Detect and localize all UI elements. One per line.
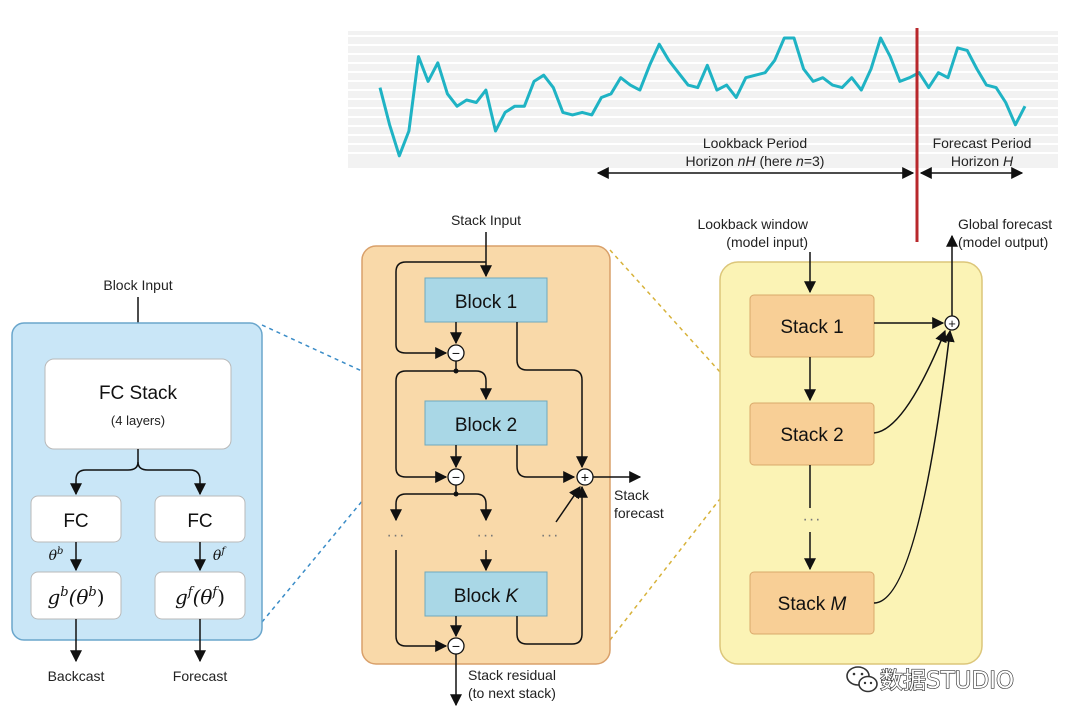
forecast-period-horizon: Horizon H <box>951 153 1014 169</box>
fc-right-label: FC <box>187 511 212 532</box>
stack-residual-label-line2: (to next stack) <box>468 685 556 701</box>
block1-box <box>424 277 548 323</box>
block2-box <box>424 400 548 446</box>
forecast-period-title: Forecast Period <box>933 135 1032 151</box>
backcast-label: Backcast <box>48 668 105 684</box>
theta-b-label: θb <box>49 546 64 564</box>
block1-skip-connection <box>395 261 486 359</box>
theta-f-label: θf <box>213 546 227 564</box>
stack-detail-panel: Stack Input Block 1 − Block 2 − + Stack … <box>361 212 664 707</box>
fc-stack-box <box>44 358 232 450</box>
block1-label: Block 1 <box>455 292 517 313</box>
residual1-to-block2-arrow <box>456 370 492 401</box>
stackm-label: Stack M <box>778 594 847 615</box>
forecast-label: Forecast <box>173 668 228 684</box>
stack-forecast-label-line2: forecast <box>614 505 664 521</box>
minus-node-2-symbol: − <box>452 469 460 485</box>
ellipsis-forecasts: ··· <box>541 527 560 544</box>
blockk-box <box>424 571 548 617</box>
ellipsis-stacks: ··· <box>803 511 822 528</box>
stackm-to-sum-arrow <box>873 329 955 604</box>
residual2-right-arrow <box>456 493 492 522</box>
fc-left-label: FC <box>63 511 88 532</box>
gb-function-label: gb(θb) <box>47 585 104 609</box>
lookback-period-title: Lookback Period <box>703 135 807 151</box>
block-input-label: Block Input <box>103 277 172 293</box>
lookback-window-label-line2: (model input) <box>726 234 808 250</box>
stack1-label: Stack 1 <box>780 317 843 338</box>
model-panel: Lookback window (model input) Global for… <box>697 216 1052 665</box>
gf-function-label: gf(θf) <box>175 585 225 609</box>
minus-node-k-symbol: − <box>452 638 460 654</box>
stack-input-label: Stack Input <box>451 212 521 228</box>
timeline-chart: Lookback Period Horizon nH (here n=3) Fo… <box>348 28 1058 242</box>
block-detail-panel: Block Input FC Stack (4 layers) FC FC θb… <box>11 277 263 684</box>
stack-forecast-sum-symbol: + <box>581 469 589 485</box>
fc-stack-subtitle: (4 layers) <box>111 413 165 428</box>
fc-stack-title: FC Stack <box>99 383 178 404</box>
wechat-icon <box>846 666 878 693</box>
global-forecast-label-line1: Global forecast <box>958 216 1052 232</box>
block2-label: Block 2 <box>455 415 517 436</box>
global-sum-symbol: + <box>948 316 956 331</box>
block2-forecast-path <box>516 445 576 483</box>
fc-stack-to-right-fc-arrow <box>137 461 206 496</box>
block2-skip-connection <box>395 370 456 483</box>
stack1-box <box>749 294 875 358</box>
stack-forecast-label-line1: Stack <box>614 487 650 503</box>
fc-stack-to-left-fc-arrow <box>70 449 139 496</box>
blockk-forecast-path <box>516 485 588 645</box>
blockk-skip-connection <box>395 550 448 652</box>
lookback-period-horizon: Horizon nH (here n=3) <box>686 153 825 169</box>
block1-forecast-path <box>516 322 588 469</box>
watermark: 数据STUDIO <box>846 666 1015 695</box>
ellipsis-skip: ··· <box>387 527 406 544</box>
ellipsis-blocks: ··· <box>477 527 496 544</box>
lookback-window-label-line1: Lookback window <box>697 216 808 232</box>
stack2-box <box>749 402 875 466</box>
global-forecast-label-line2: (model output) <box>958 234 1048 250</box>
stack-residual-label-line1: Stack residual <box>468 667 556 683</box>
residual2-left-arrow <box>390 493 456 522</box>
stack2-label: Stack 2 <box>780 425 843 446</box>
stack2-to-sum-arrow <box>873 329 947 434</box>
watermark-text: 数据STUDIO <box>880 668 1014 694</box>
blockk-label: Block K <box>454 586 520 607</box>
minus-node-1-symbol: − <box>452 345 460 361</box>
